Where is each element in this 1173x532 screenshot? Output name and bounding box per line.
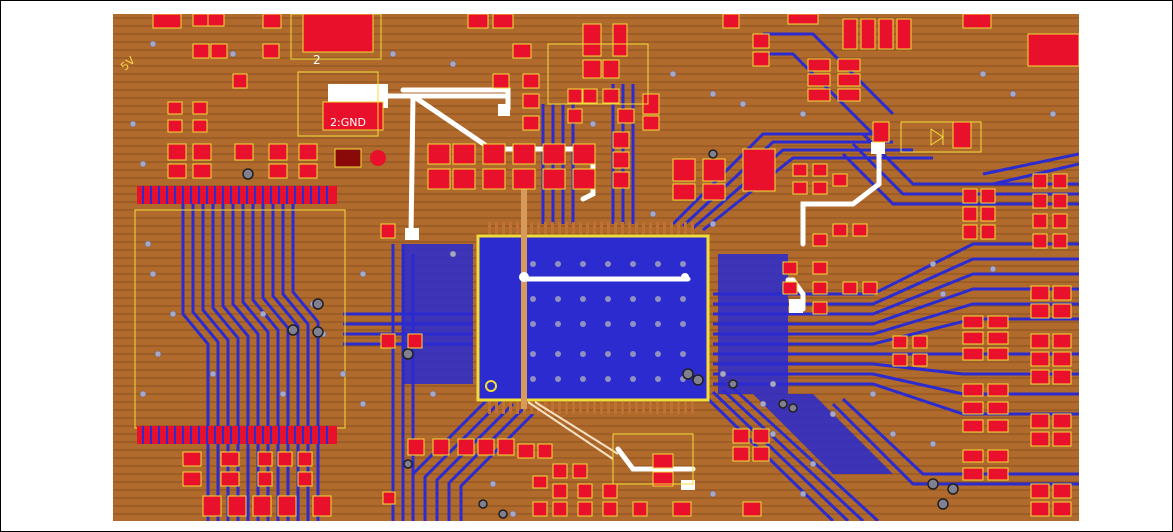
pin-two-label: 2 [313, 53, 321, 67]
vias [129, 40, 1057, 518]
bottom-layer-fills [403, 244, 893, 474]
pcb-layout-view: 5V 2 1 2:GND [113, 14, 1079, 521]
polarized-part [334, 148, 362, 168]
main-ic-footprint [476, 184, 710, 414]
bottom-layer-traces [181, 32, 1079, 521]
smd-pads [152, 14, 1079, 517]
dark-vias [242, 149, 959, 519]
gnd-label: 2:GND [330, 116, 366, 129]
pcb-board-render [113, 14, 1079, 521]
left-connector [134, 186, 346, 444]
differential-pair [527, 401, 619, 460]
silkscreen-outlines [290, 14, 982, 485]
pin-one-label: 1 [327, 88, 335, 102]
